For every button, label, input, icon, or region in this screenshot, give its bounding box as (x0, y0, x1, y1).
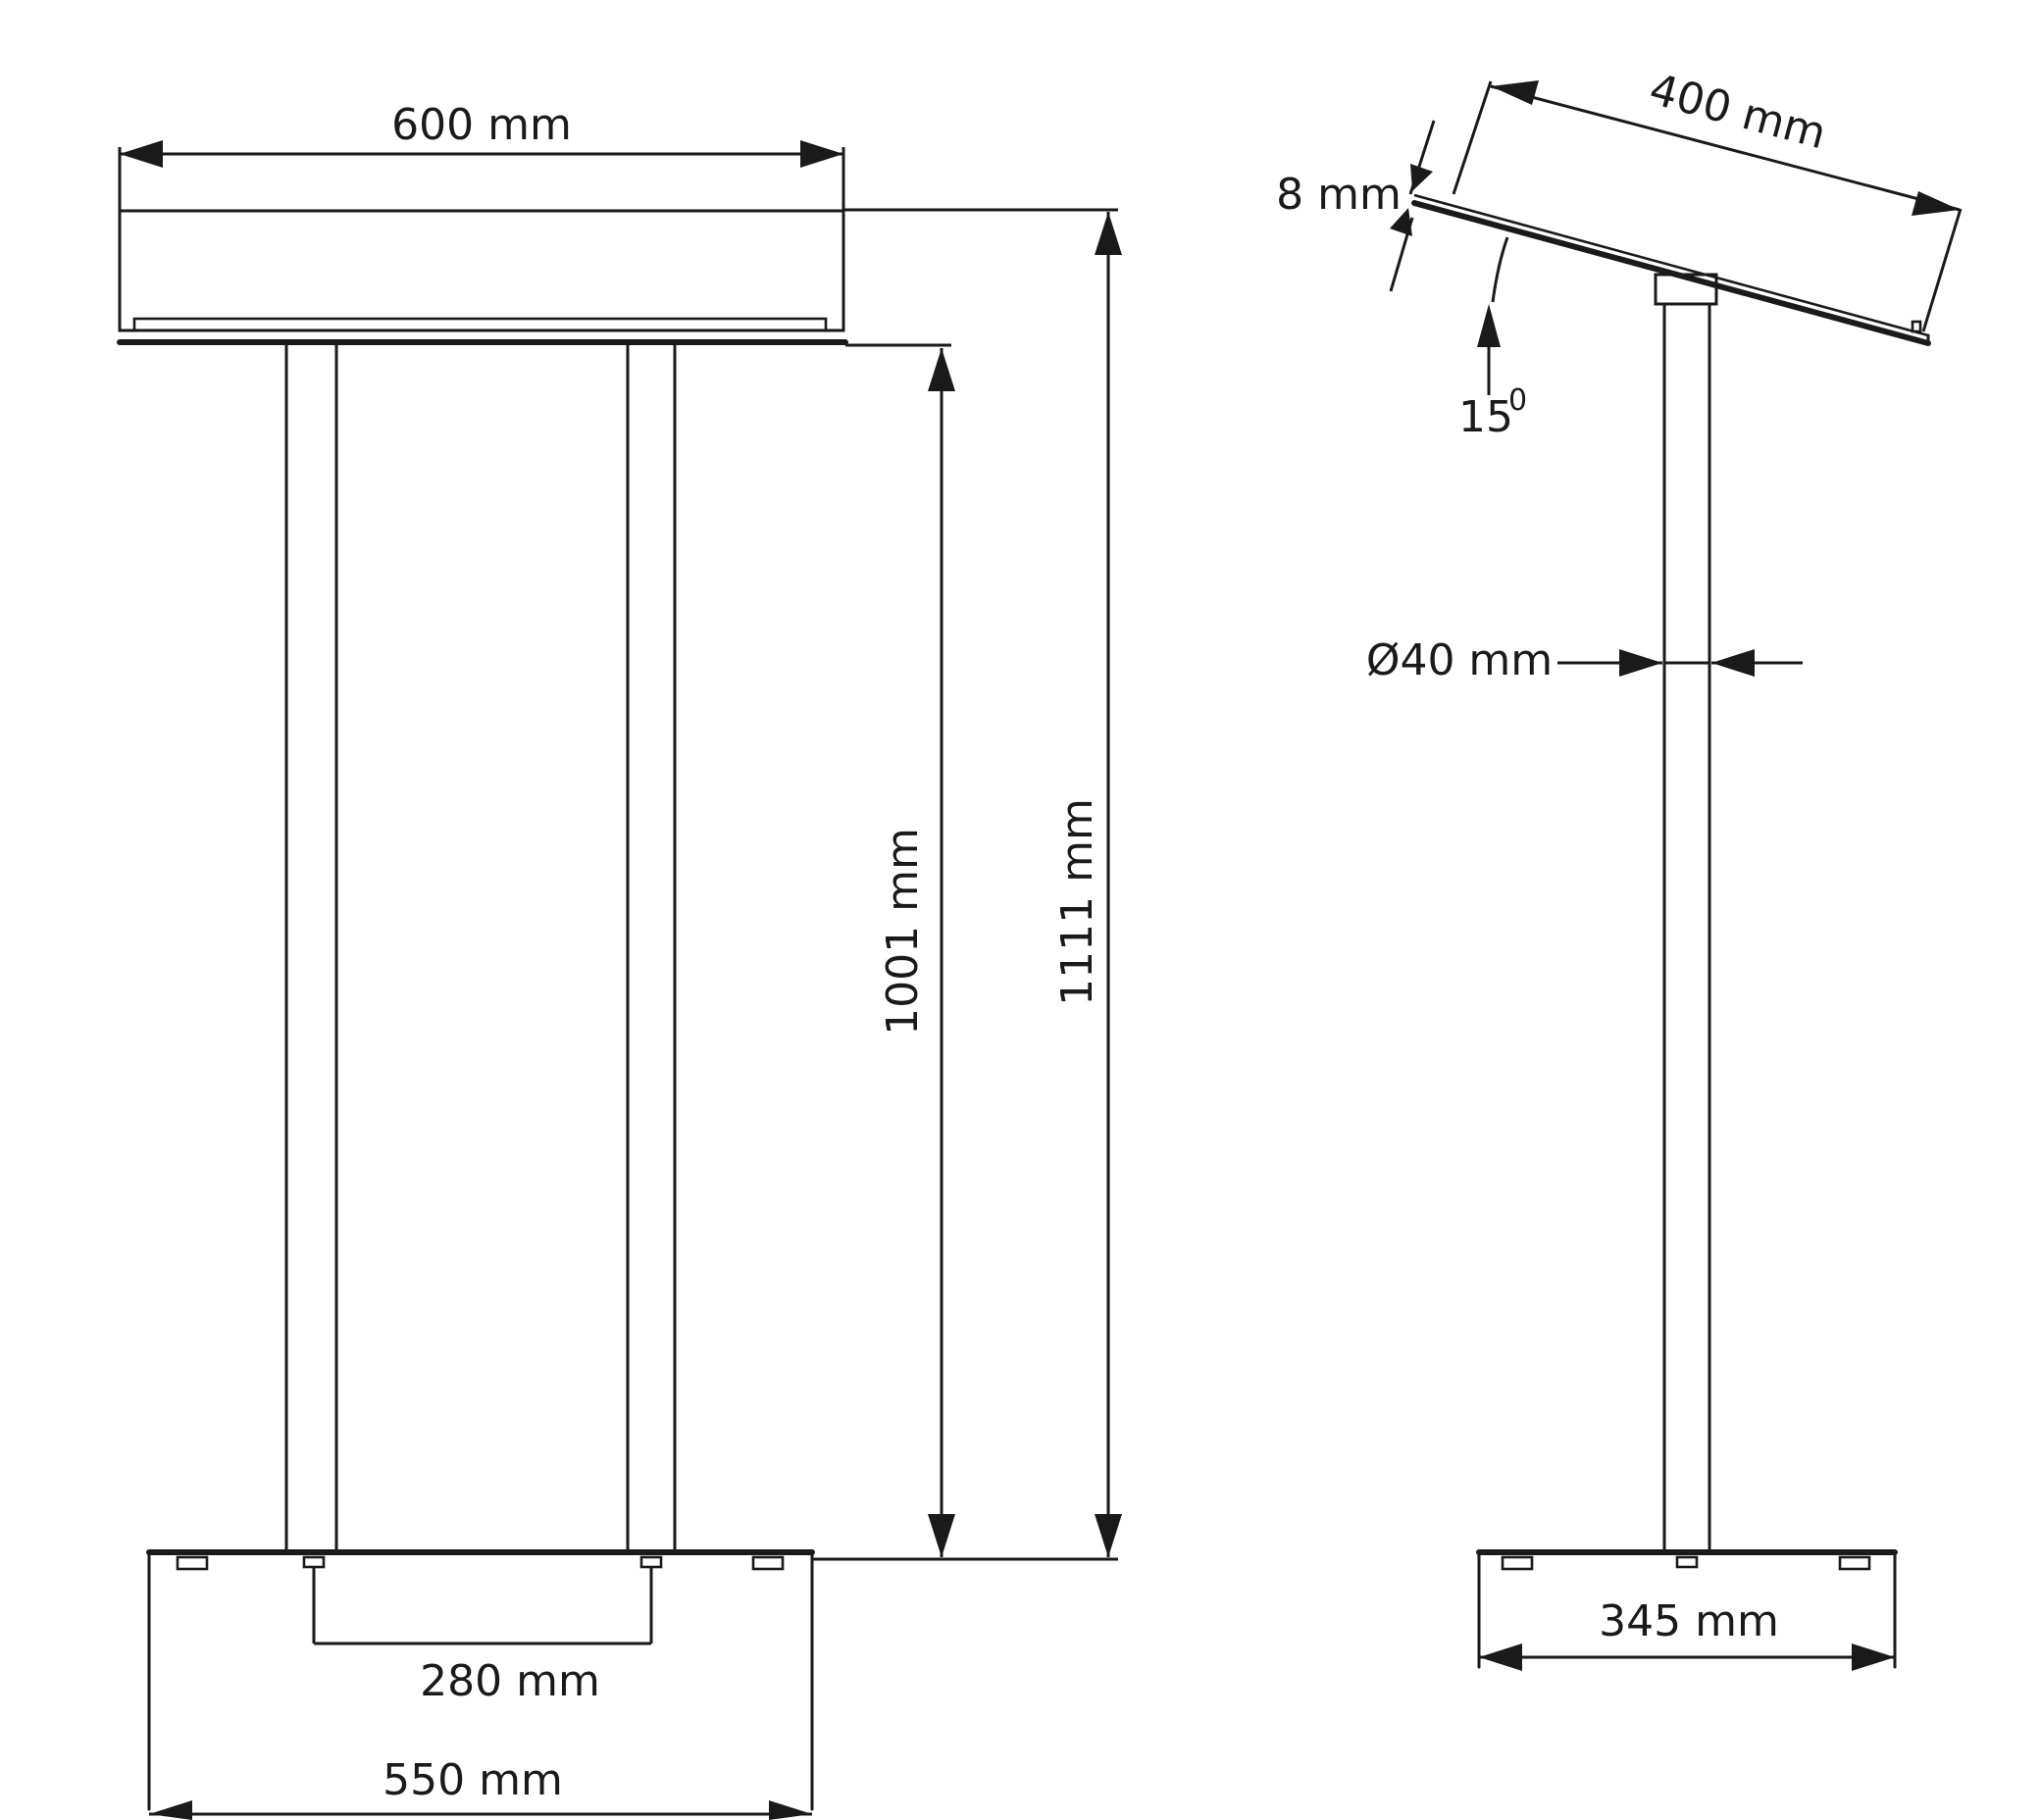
label-base-width: 550 mm (382, 1755, 563, 1805)
front-columns (284, 343, 677, 1551)
label-tilt-angle: 15 (1458, 392, 1513, 442)
label-top-thickness: 8 mm (1276, 170, 1402, 220)
front-extension-lines (118, 147, 1118, 1643)
label-column-spacing: 280 mm (420, 1656, 600, 1706)
dim-base-depth: 345 mm (1479, 1596, 1895, 1671)
dim-top-width: 600 mm (120, 100, 843, 168)
dim-tilt-angle: 15 0 (1458, 236, 1527, 442)
dim-base-width: 550 mm (149, 1755, 812, 1820)
label-column-height: 1001 mm (878, 828, 928, 1036)
front-top-panel (117, 209, 848, 345)
side-column (1654, 273, 1718, 1553)
label-tilt-angle-unit: 0 (1508, 383, 1527, 418)
side-view: 400 mm 8 mm 15 0 Ø40 mm (1276, 65, 1963, 1671)
label-top-depth: 400 mm (1644, 65, 1831, 160)
dim-column-diameter: Ø40 mm (1366, 635, 1803, 685)
label-column-diameter: Ø40 mm (1366, 635, 1553, 685)
dim-top-depth: 400 mm (1452, 65, 1963, 332)
label-top-width: 600 mm (391, 100, 572, 150)
dim-column-height: 1001 mm (878, 348, 955, 1557)
dim-top-thickness: 8 mm (1276, 120, 1436, 292)
front-base (146, 1549, 815, 1811)
dim-column-spacing: 280 mm (314, 1642, 651, 1706)
label-total-height: 1111 mm (1052, 798, 1102, 1006)
label-base-depth: 345 mm (1599, 1596, 1779, 1646)
dim-total-height: 1111 mm (1052, 212, 1122, 1557)
side-base (1476, 1549, 1898, 1669)
front-view: 600 mm 1001 mm 1111 mm 280 mm 550 mm (117, 100, 1122, 1820)
